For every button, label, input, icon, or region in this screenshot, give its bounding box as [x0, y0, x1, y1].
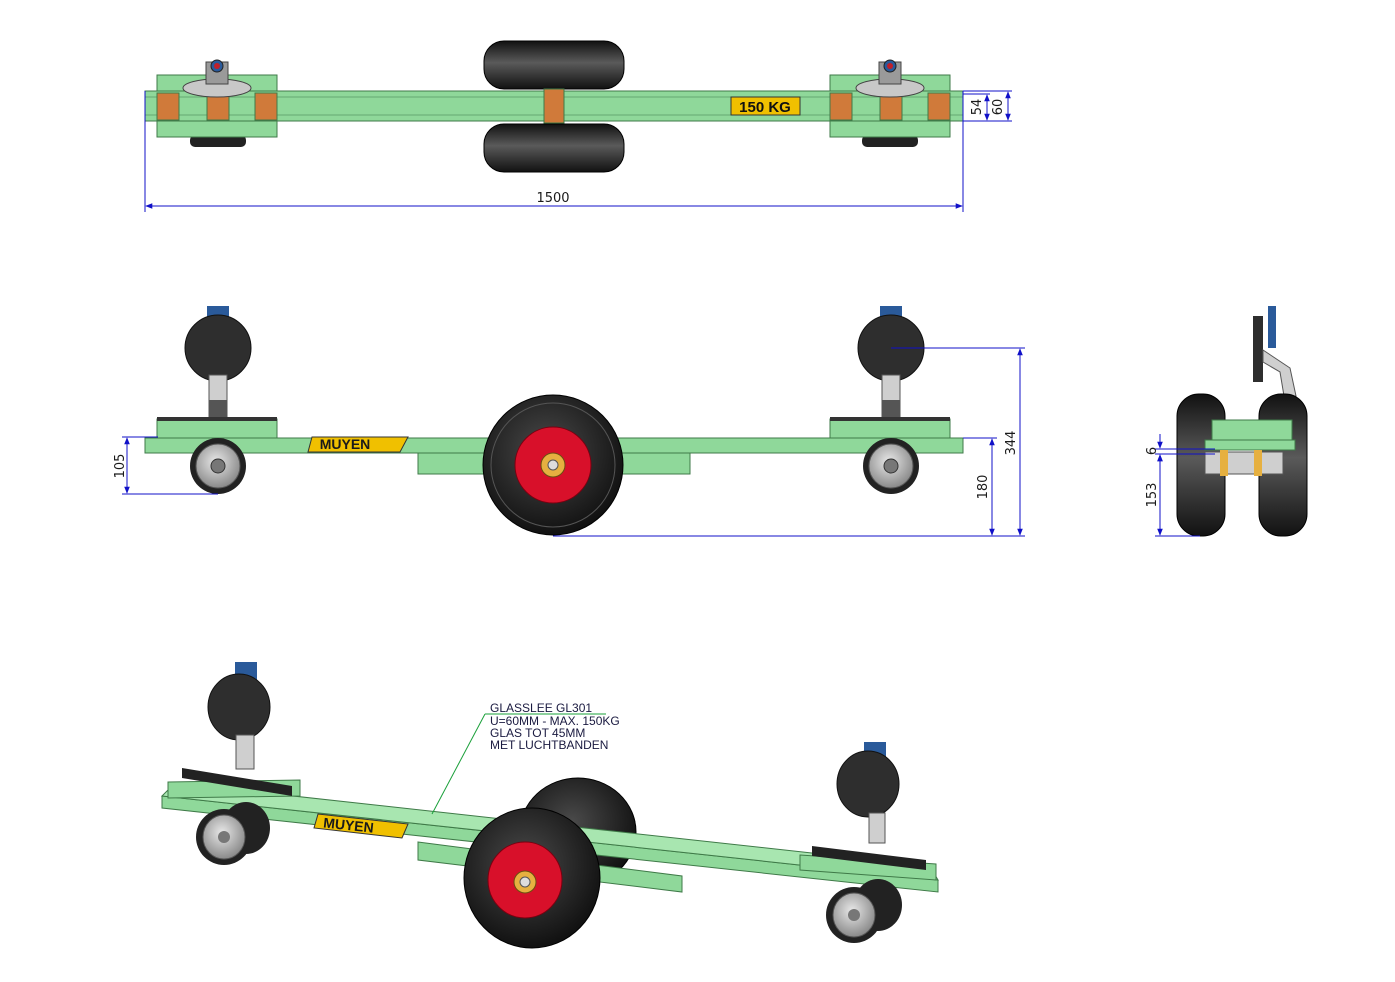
side-caster-right — [863, 438, 919, 494]
load-badge-text: 150 KG — [739, 99, 791, 116]
iso-suction-cup-left — [207, 673, 271, 741]
load-badge — [730, 96, 801, 116]
side-brand-label — [307, 436, 409, 453]
top-wheel-lower — [483, 123, 625, 173]
dim-inner-height-label: 54 — [970, 99, 985, 116]
side-main-wheel — [482, 394, 624, 536]
dim-outer-height-label: 60 — [991, 99, 1006, 116]
iso-main-wheel — [463, 807, 601, 949]
note-leader — [431, 713, 486, 815]
side-caster-left — [190, 438, 246, 494]
end-view: 6 153 — [1145, 306, 1308, 537]
side-suction-cup-left — [184, 314, 252, 382]
note-line-1: GLASSLEE GL301 — [490, 701, 592, 715]
iso-brand-text: MUYEN — [323, 814, 375, 835]
note-line-3: GLAS TOT 45MM — [490, 726, 585, 740]
top-view: 150 KG 1500 54 60 — [144, 40, 1012, 212]
dim-caster-height-label: 105 — [113, 454, 128, 479]
iso-brand-label — [313, 813, 409, 839]
iso-caster-left — [196, 802, 270, 865]
iso-caster-right — [826, 879, 902, 943]
top-wheel-upper — [483, 40, 625, 90]
dim-total-height-label: 344 — [1004, 431, 1019, 456]
iso-suction-cup-right — [836, 750, 900, 818]
note-line-2: U=60MM - MAX. 150KG — [490, 714, 620, 728]
side-brand-text: MUYEN — [320, 436, 371, 452]
dim-frame-height-label: 180 — [976, 475, 991, 500]
iso-view: MUYEN GLASSLEE GL301 U=60MM - MAX. 150KG… — [160, 662, 939, 949]
dim-axle-height-label: 153 — [1145, 483, 1160, 508]
side-view: MUYEN 105 180 344 — [113, 306, 1025, 537]
note-line-4: MET LUCHTBANDEN — [490, 738, 608, 752]
dim-small-label: 6 — [1145, 447, 1160, 455]
dim-length-label: 1500 — [536, 191, 569, 206]
